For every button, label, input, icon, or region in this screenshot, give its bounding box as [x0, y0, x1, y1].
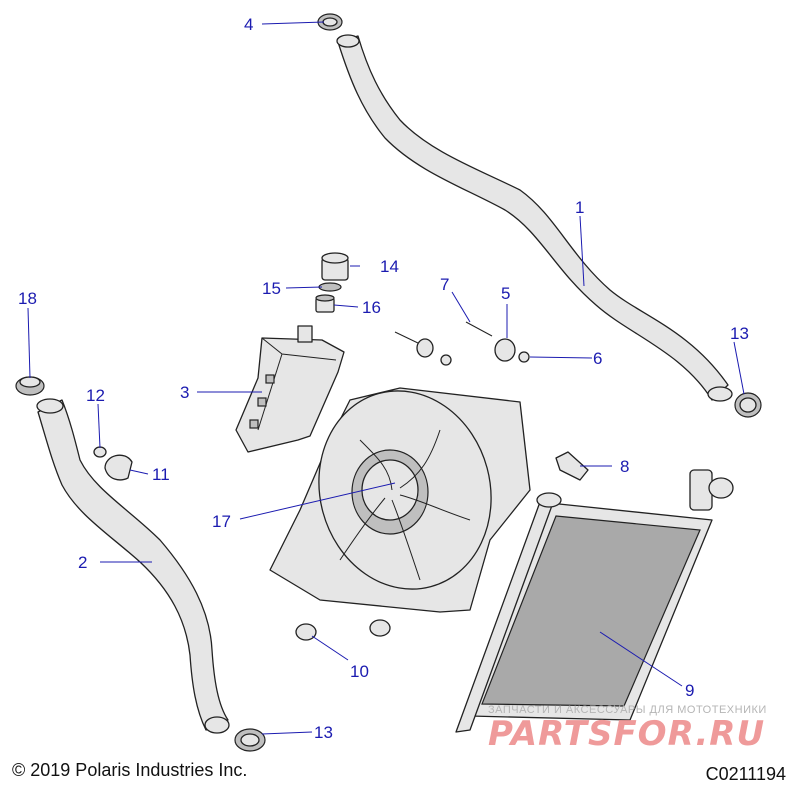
- coolant-reservoir: [235, 325, 345, 453]
- fan-shroud-assembly: [269, 387, 531, 613]
- reservoir-cap: [321, 252, 349, 281]
- callout-16: 16: [362, 298, 381, 317]
- upper-coolant-hose: [336, 34, 733, 402]
- callout-4: 4: [244, 15, 253, 34]
- callout-15: 15: [262, 279, 281, 298]
- mounting-bracket: [555, 451, 589, 481]
- p-clamp: [104, 454, 133, 481]
- callout-13-bottom: 13: [314, 723, 333, 742]
- hose-clamp-top: [317, 13, 343, 31]
- lower-coolant-hose: [36, 398, 230, 734]
- callout-7: 7: [440, 275, 449, 294]
- reservoir-seal: [318, 282, 342, 292]
- watermark-subtitle: ЗАПЧАСТИ И АКСЕССУАРЫ ДЛЯ МОТОТЕХНИКИ: [488, 704, 767, 716]
- callout-1: 1: [575, 198, 584, 217]
- reservoir-insert: [315, 294, 335, 313]
- callout-labels: 1 2 3 4 5 6 7 8 9 10 11 12 13 13 14 15 1…: [18, 15, 749, 742]
- hose-clamp-bottom: [234, 728, 266, 752]
- callout-2: 2: [78, 553, 87, 572]
- mounting-bolt-left: [394, 331, 452, 366]
- grommet-small: [93, 446, 107, 458]
- watermark-brand: PARTSFOR.RU: [488, 714, 766, 754]
- callout-12: 12: [86, 386, 105, 405]
- watermark: ЗАПЧАСТИ И АКСЕССУАРЫ ДЛЯ МОТОТЕХНИКИ PA…: [488, 704, 788, 754]
- callout-3: 3: [180, 383, 189, 402]
- hose-clamp-right: [734, 392, 762, 418]
- rubber-mount-left: [295, 623, 317, 641]
- callout-8: 8: [620, 457, 629, 476]
- callout-18: 18: [18, 289, 37, 308]
- copyright-text: © 2019 Polaris Industries Inc.: [12, 760, 248, 780]
- callout-14: 14: [380, 257, 399, 276]
- callout-13-right: 13: [730, 324, 749, 343]
- leader-lines: [27, 21, 745, 735]
- callout-9: 9: [685, 681, 694, 700]
- hose-cap: [15, 376, 45, 396]
- callout-6: 6: [593, 349, 602, 368]
- callout-17: 17: [212, 512, 231, 531]
- callout-5: 5: [501, 284, 510, 303]
- rubber-mount-right: [369, 619, 391, 637]
- callout-11: 11: [152, 465, 170, 484]
- diagram-code: C0211194: [705, 764, 786, 784]
- callout-10: 10: [350, 662, 369, 681]
- rubber-bushing: [494, 338, 516, 362]
- mounting-bolt: [465, 321, 493, 337]
- nut: [518, 351, 530, 363]
